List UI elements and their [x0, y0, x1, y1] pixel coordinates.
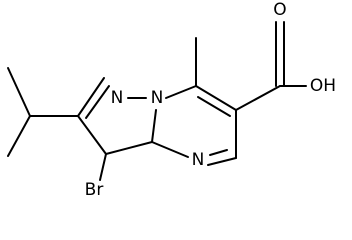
bond-c2-n1-inner: [85, 85, 110, 119]
bond-methyl-lower: [7, 115, 31, 157]
bond-c3-c3a: [105, 141, 153, 155]
bond-c7-c6-inner: [197, 96, 231, 117]
atom-label-oh: OH: [310, 76, 336, 96]
bond-n3-c3a: [151, 141, 189, 158]
atom-label-n1: N: [111, 88, 124, 108]
atom-label-n3: N: [192, 150, 205, 170]
atom-label-br: Br: [85, 180, 104, 200]
bond-c5-n3-inner: [209, 149, 228, 156]
atom-label-n2: N: [151, 88, 164, 108]
bond-methyl-upper: [7, 67, 31, 117]
chemical-structure: N N N Br OH O: [7, 0, 336, 200]
bond-c3a-n2: [151, 109, 157, 143]
bond-c2-c3: [77, 115, 107, 155]
bond-c5-n3-outer: [207, 157, 237, 166]
atom-label-o: O: [273, 0, 286, 20]
bond-c6-carboxyl: [235, 85, 281, 111]
bond-c2-n1-outer: [77, 77, 105, 117]
bond-c3-br: [99, 153, 107, 181]
bond-c7-c6-outer: [195, 85, 237, 111]
bond-n2-c7: [165, 85, 197, 99]
